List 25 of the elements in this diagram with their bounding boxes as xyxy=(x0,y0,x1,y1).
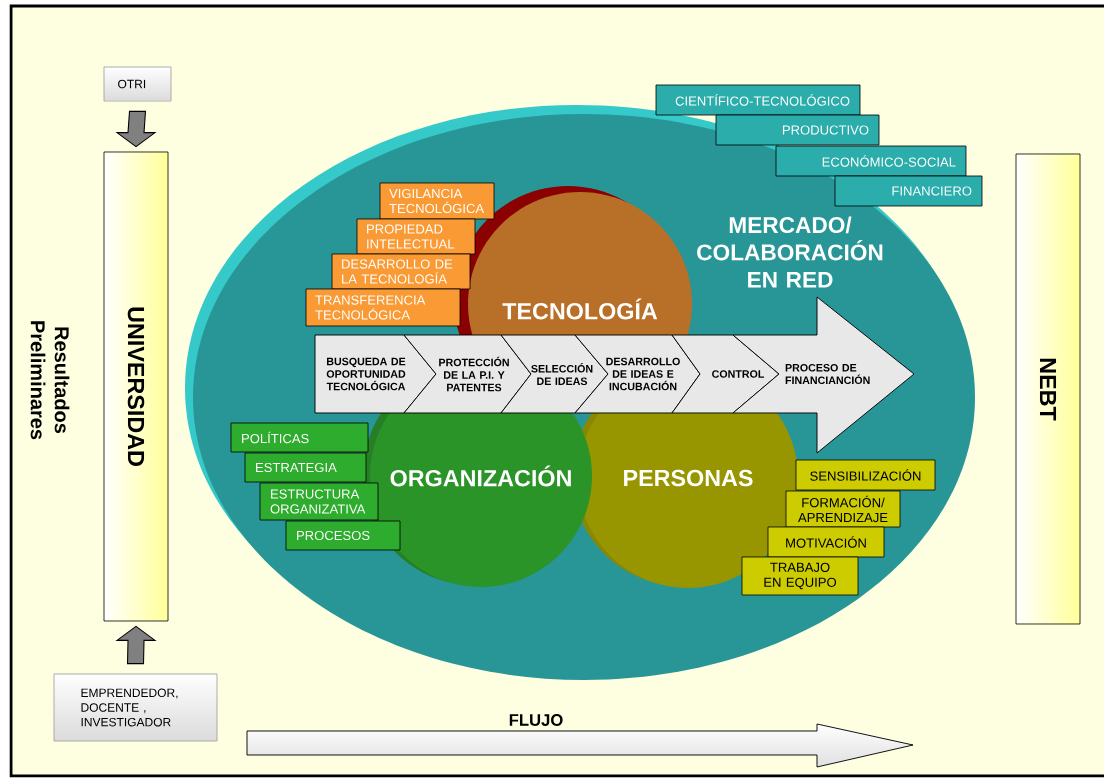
category-box: POLÍTICAS xyxy=(230,422,369,453)
category-box: PROCESOS xyxy=(285,520,401,551)
source-box: OTRI xyxy=(103,66,172,102)
category-box: VIGILANCIA TECNOLÓGICA xyxy=(379,182,495,220)
chevron-step: BUSQUEDA DE OPORTUNIDAD TECNOLÓGICA xyxy=(314,334,437,414)
side-label: Resultados Preliminares xyxy=(30,321,70,440)
source-box: EMPRENDEDOR, DOCENTE , INVESTIGADOR xyxy=(53,673,218,742)
stage-bar: NEBT xyxy=(1015,153,1081,625)
category-box: MOTIVACIÓN xyxy=(767,526,885,558)
category-box: ESTRATEGIA xyxy=(244,452,367,483)
category-box: ESTRUCTURA ORGANIZATIVA xyxy=(259,482,379,521)
category-box: DESARROLLO DE LA TECNOLOGÍA xyxy=(331,253,471,290)
category-box: TRANSFERENCIA TECNOLÓGICA xyxy=(305,288,461,327)
flow-label: FLUJO xyxy=(509,714,563,726)
category-box: PROPIEDAD INTELECTUAL xyxy=(356,218,476,255)
category-box: PRODUCTIVO xyxy=(715,114,880,146)
category-box: SENSIBILIZACIÓN xyxy=(795,459,936,491)
stage-bar: UNIVERSIDAD xyxy=(103,151,169,622)
block-arrow xyxy=(115,625,157,665)
category-box: FORMACIÓN/ APRENDIZAJE xyxy=(785,490,901,528)
block-arrow xyxy=(115,110,157,148)
category-box: TRABAJO EN EQUIPO xyxy=(741,556,859,596)
category-box: ECONÓMICO-SOCIAL xyxy=(775,145,967,177)
category-box: CIENTÍFICO-TECNOLÓGICO xyxy=(655,84,861,116)
category-box: FINANCIERO xyxy=(834,175,983,207)
